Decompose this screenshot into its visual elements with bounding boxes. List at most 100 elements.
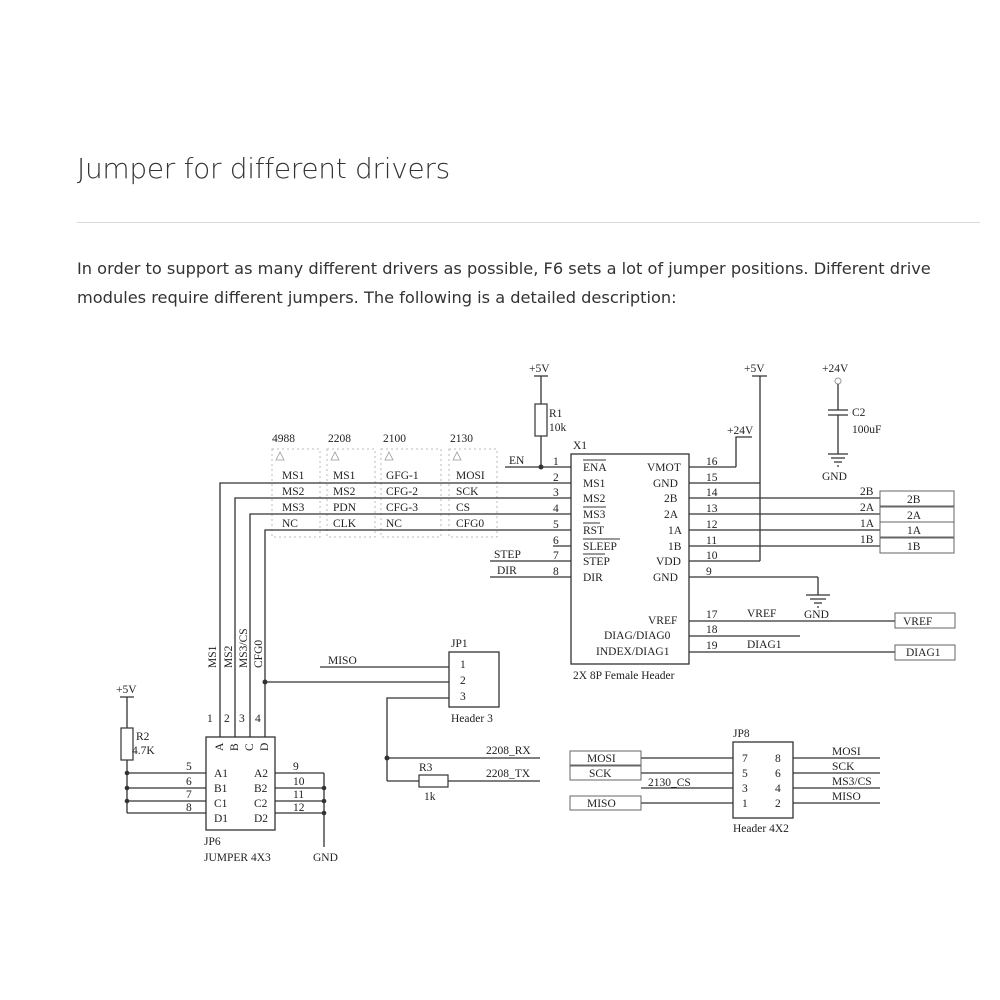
jp8-pin-num: 8 [775,753,781,765]
driver-cell: MS3 [282,502,305,514]
r1-vcc-label: +5V [529,363,550,375]
motor-net-1b: 1B [860,534,874,546]
jp8-body [732,741,794,819]
title-divider [77,222,980,223]
driver-cell: PDN [333,502,357,514]
jp6-col-label: C [244,743,256,751]
driver-table: 4988 2208 2100 2130 MS1 MS1 GFG-1 MOSI M… [271,433,498,538]
vmot-supply-label: +24V [727,425,754,437]
jp8-net-mosi: MOSI [832,746,861,758]
power-rails: +24V +5V GND +24V C2 100uF GND [727,363,881,621]
jp6-cell: B2 [254,783,268,795]
jp6-col-label: D [259,743,271,751]
x1-pin-num: 8 [553,566,559,578]
jp6-wire-label-cfg0: CFG0 [253,640,265,668]
x1-pin-name: VDD [656,556,681,568]
c2-gnd-label: GND [822,471,847,483]
jp8-designator: JP8 [733,728,750,740]
driver-cell: CFG-3 [386,502,418,514]
jp6-pin-num: 1 [207,713,213,725]
vdd-supply-label: +5V [744,363,765,375]
jp8-pin-num: 5 [742,768,748,780]
driver-cell: CS [456,502,470,514]
x1-pin-name: GND [653,572,678,584]
x1-pin-name: 2B [664,493,678,505]
x1-pin-name: 1A [668,525,683,537]
r1-resistor [534,403,548,437]
driver-cell: SCK [456,486,479,498]
r2-value: 4.7K [132,745,155,757]
driver-cell: CFG0 [456,518,484,530]
jp6-pin-num: 10 [293,776,305,788]
x1-pin-num: 7 [553,550,559,562]
jp8-pin-num: 1 [742,798,748,810]
jp1-pin-num: 2 [460,675,466,687]
jp6-pin-num: 3 [239,713,245,725]
x1-designator: X1 [573,440,587,452]
x1-pin-num: 12 [706,519,718,531]
jp6-designator: JP6 [204,836,221,848]
tx-net-label: 2208_TX [486,768,531,780]
jp6-cell: B1 [214,783,228,795]
x1-body [570,453,690,665]
jp8-port-sck: SCK [589,768,612,780]
jp1-pin-num: 1 [460,659,466,671]
driver-cell: CFG-2 [386,486,418,498]
jp6-cell: C2 [254,798,268,810]
x1-pin-name: MS3 [583,509,606,521]
driver-header-2130: 2130 [450,433,473,445]
x1-pin-num: 9 [706,566,712,578]
x1-pin-name: MS1 [583,478,606,490]
x1-pin-name: GND [653,478,678,490]
r3-name: R3 [419,762,433,774]
x1-pin-name: 1B [668,541,682,553]
jp1-header: JP1 1 2 3 Header 3 MISO R3 1k 2208_RX 22… [320,638,540,803]
x1-pin-name: 2A [664,509,679,521]
jp8-pin-num: 2 [775,798,781,810]
c2-name: C2 [852,407,866,419]
r2-pullup: +5V R2 4.7K [116,684,155,813]
x1-pin-num: 15 [706,472,718,484]
jp8-net-ms3-cs: MS3/CS [832,776,872,788]
x1-pin-num: 18 [706,624,718,636]
jp6-cell: A1 [214,768,228,780]
x1-pin-num: 3 [553,487,559,499]
x1-pin-num: 1 [553,456,559,468]
motor-port-1b: 1B [907,541,921,553]
section-title: Jumper for different drivers [77,152,450,185]
driver-header-4988: 4988 [272,433,295,445]
jp8-net-miso: MISO [832,791,861,803]
jp6-pin-num: 6 [186,776,192,788]
jp8-pin-num: 6 [775,768,781,780]
jp1-body [448,651,500,708]
step-net-label: STEP [494,549,521,561]
x1-pin-num: 14 [706,487,718,499]
x1-pin-num: 11 [706,535,717,547]
driver-cell: MS1 [333,470,356,482]
cs-net-label: 2130_CS [648,777,691,789]
driver-cell: CLK [333,518,357,530]
x1-pin-num: 16 [706,456,718,468]
motor-port-2b: 2B [907,494,921,506]
driver-cell: MS2 [333,486,356,498]
jp6-pin-num: 12 [293,802,305,814]
r2-name: R2 [136,731,150,743]
miso-net-label: MISO [328,655,357,667]
jp6-cell: C1 [214,798,228,810]
c2-value: 100uF [852,424,881,436]
driver-header-2100: 2100 [383,433,406,445]
diag1-net-label: DIAG1 [747,639,782,651]
jp8-caption: Header 4X2 [733,823,789,835]
jp6-pin-num: 2 [224,713,230,725]
jp8-net-sck: SCK [832,761,855,773]
x1-pin-name: ENA [583,462,607,474]
jp6-wire-label-ms3-cs: MS3/CS [238,628,250,668]
driver-cell: MS1 [282,470,305,482]
rx-net-label: 2208_RX [486,745,531,757]
jp8-header: JP8 Header 4X2 7 5 3 1 8 6 4 2 MOSI SCK … [569,728,880,835]
x1-pin-num: 17 [706,609,718,621]
x1-pin-name: DIR [583,572,603,584]
dir-net-label: DIR [497,565,517,577]
x1-gnd-label: GND [804,609,829,621]
